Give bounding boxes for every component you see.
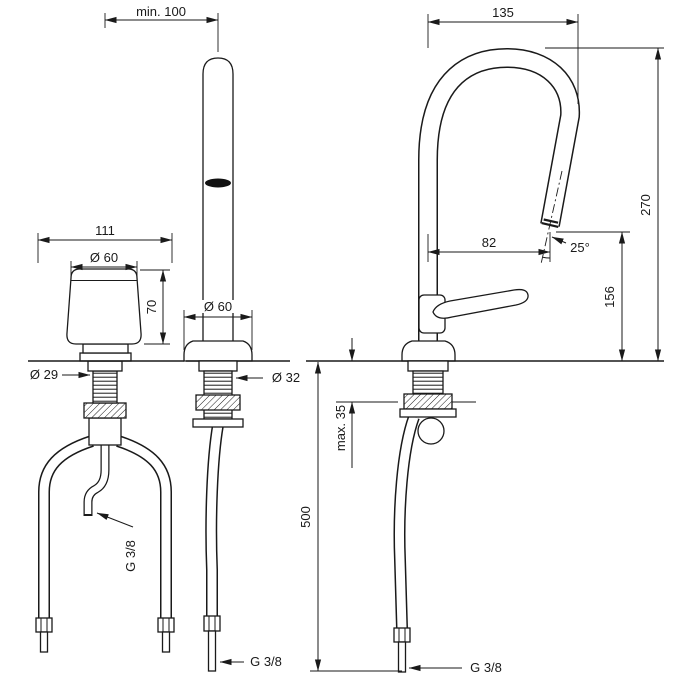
lever-handle xyxy=(432,288,529,319)
dim-outlet-height: 156 xyxy=(602,286,617,308)
dim-max-counter-thickness: max. 35 xyxy=(333,405,348,451)
dim-handle-hole-diameter: Ø 29 xyxy=(30,367,58,382)
spout-washer xyxy=(192,418,244,428)
hose-nut-right xyxy=(157,617,175,633)
dim-outlet-angle: 25° xyxy=(570,240,590,255)
aerator-outlet xyxy=(205,178,231,188)
dim-spout-reach: 135 xyxy=(492,5,514,20)
check-valve-fitting xyxy=(417,417,445,445)
dim-spout-height: 270 xyxy=(638,194,653,216)
spout-hose-nut xyxy=(203,615,221,632)
side-base xyxy=(401,340,456,362)
mounting-nut xyxy=(83,402,127,419)
side-washer xyxy=(399,408,457,418)
escutcheon-plate-lower xyxy=(79,352,132,362)
dimension-annotations: min. 100 135 270 156 82 25° 111 Ø 60 xyxy=(30,4,664,675)
faucet-side-view xyxy=(306,47,664,673)
label-connection-thread-handle: G 3/8 xyxy=(123,540,138,572)
hose-thread-tail-left xyxy=(39,631,49,653)
label-connection-thread-side: G 3/8 xyxy=(470,660,502,675)
dim-hose-length: 500 xyxy=(298,506,313,528)
label-connection-thread-spout: G 3/8 xyxy=(250,654,282,669)
side-mounting-nut xyxy=(403,393,453,410)
dim-min-center-distance: min. 100 xyxy=(136,4,186,19)
spout-front-view xyxy=(183,57,290,672)
side-hose-nut xyxy=(393,627,411,643)
spout-column xyxy=(202,57,234,352)
spout-mounting-nut xyxy=(195,394,241,411)
dim-spout-hole-diameter: Ø 32 xyxy=(272,370,300,385)
spout-base xyxy=(183,340,253,362)
spout-hose-thread-tail xyxy=(207,630,217,672)
outlet-centerline xyxy=(540,170,563,265)
side-hose-thread-tail xyxy=(397,641,407,673)
dim-spout-base-diameter: Ø 60 xyxy=(204,299,232,314)
dim-overall-width: 111 xyxy=(95,223,115,238)
dim-handle-diameter: Ø 60 xyxy=(90,250,118,265)
hose-thread-tail-right xyxy=(161,631,171,653)
handle-unit-front-view xyxy=(28,268,184,653)
hose-nut-left xyxy=(35,617,53,633)
dim-outlet-reach: 82 xyxy=(482,235,496,250)
threaded-shank xyxy=(92,370,118,404)
dim-handle-height: 70 xyxy=(144,300,159,314)
valve-body xyxy=(88,417,122,446)
escutcheon-plate-upper xyxy=(82,343,129,354)
